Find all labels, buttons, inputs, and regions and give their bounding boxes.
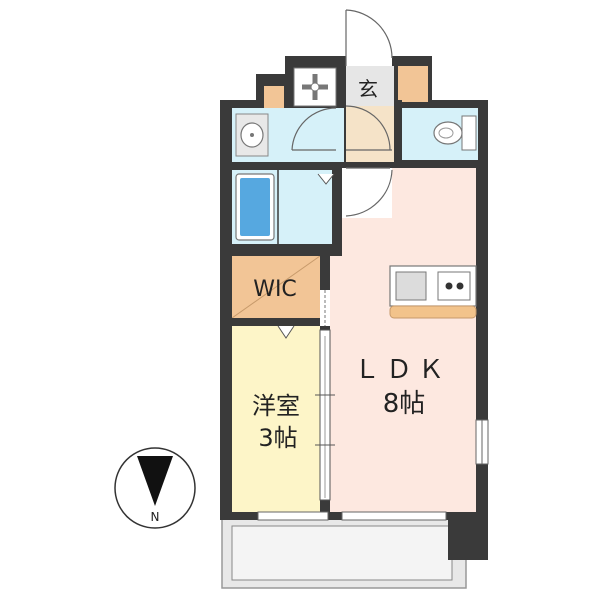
wic-label: WIC (253, 277, 297, 302)
north-compass: N (114, 447, 196, 529)
window-south-left (257, 511, 329, 521)
north-label: N (151, 510, 160, 524)
washroom-door (291, 107, 337, 151)
ldk-name-label: ＬＤＫ (354, 355, 450, 385)
window-south-right (341, 511, 447, 521)
storage-right (398, 66, 428, 102)
kitchen-counter (389, 265, 477, 319)
toilet (461, 115, 477, 151)
ldk-floor (330, 168, 476, 512)
toilet-door (345, 105, 392, 151)
ldk-door (342, 167, 393, 218)
ldk-size-label: 8帖 (383, 389, 426, 419)
storage-left (264, 86, 284, 108)
entrance-door (345, 9, 393, 66)
western-room-floor (232, 326, 320, 512)
entrance-label: 玄 (358, 77, 378, 101)
western-room-size-label: 3帖 (258, 424, 297, 452)
western-room-name-label: 洋室 (252, 392, 300, 420)
